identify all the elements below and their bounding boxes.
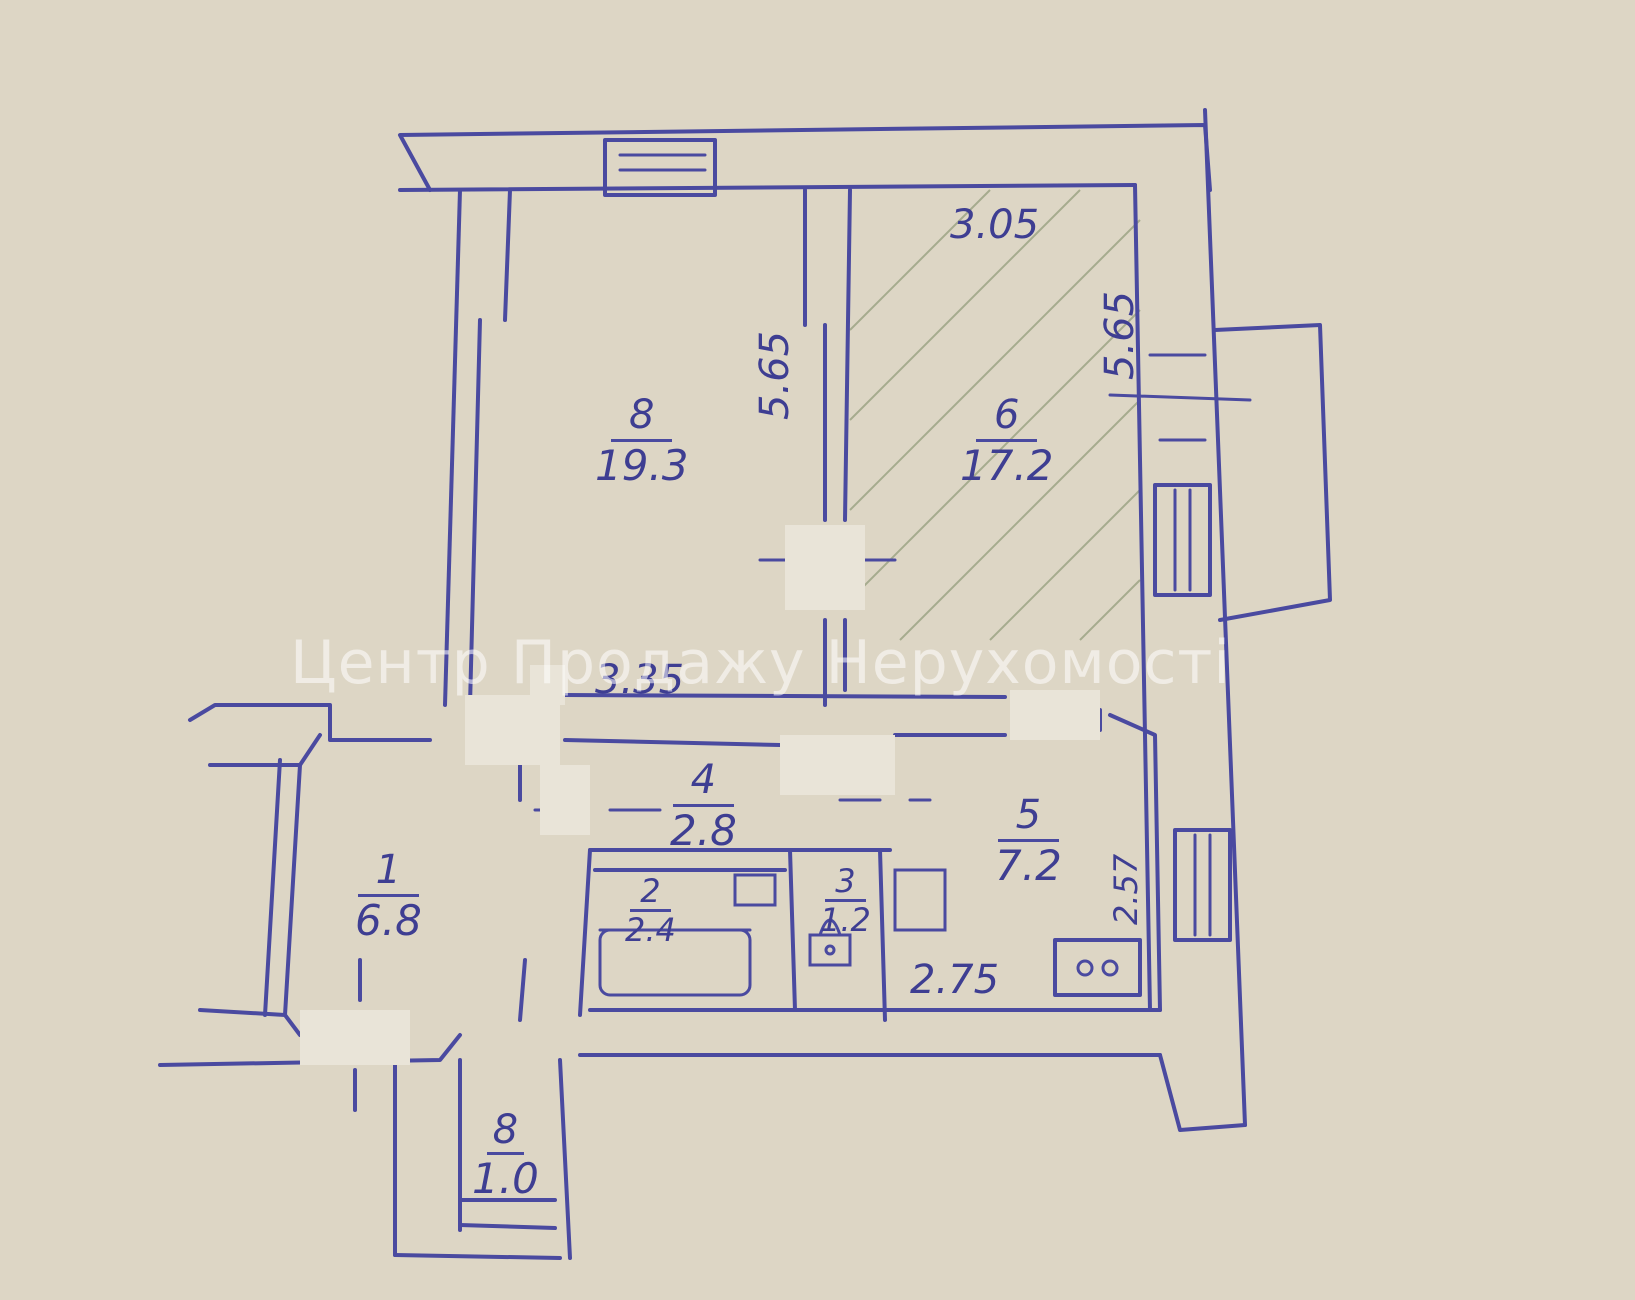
bathtub [598, 928, 752, 997]
room-number: 8 [611, 395, 673, 442]
room-number: 1 [357, 850, 420, 897]
blank-opening [300, 1010, 410, 1065]
room-3-label: 3 1.2 [820, 865, 871, 939]
room-area: 17.2 [960, 441, 1054, 490]
room-number: 6 [976, 395, 1038, 442]
window-top [603, 138, 717, 197]
room-6-hatching [849, 189, 1141, 641]
dimension-room6-width: 3.05 [950, 202, 1040, 248]
room-number: 2 [630, 875, 671, 912]
blank-opening [780, 735, 895, 795]
balcony [1108, 323, 1332, 622]
watermark: Центр Продажу Нерухомості [290, 628, 1232, 698]
room-1-label: 1 6.8 [355, 850, 422, 945]
dimension-room7-length: 5.65 [752, 330, 798, 420]
outer-walls [158, 108, 1247, 1260]
room-area: 1.2 [820, 901, 871, 939]
room-area: 2.8 [670, 806, 737, 855]
blank-opening [1010, 690, 1100, 740]
stove [1053, 938, 1142, 997]
room-area: 2.4 [625, 911, 676, 949]
room-2-label: 2 2.4 [625, 875, 676, 949]
blank-opening [530, 665, 565, 705]
room-5-label: 5 7.2 [995, 795, 1062, 890]
sink-kitchen [893, 868, 947, 932]
room-area: 6.8 [355, 896, 422, 945]
sink-bathroom [733, 873, 777, 907]
interior-walls [353, 188, 1162, 1112]
room-number: 8 [486, 1110, 525, 1155]
window-right-1 [1153, 483, 1212, 597]
room-4-label: 4 2.8 [670, 760, 737, 855]
blank-opening [785, 525, 865, 610]
room-7-label: 8 19.3 [595, 395, 689, 490]
room-area: 1.0 [472, 1154, 539, 1203]
room-8-label: 8 1.0 [472, 1110, 539, 1203]
room-number: 5 [997, 795, 1060, 842]
blank-opening [465, 695, 560, 765]
dimension-room5-width: 2.75 [910, 957, 1000, 1003]
room-6-label: 6 17.2 [960, 395, 1054, 490]
dimension-room7-width: 3.35 [595, 657, 685, 703]
toilet [808, 918, 852, 967]
room-area: 7.2 [995, 841, 1062, 890]
dimension-room6-length: 5.65 [1097, 290, 1143, 380]
room-area: 19.3 [595, 441, 689, 490]
dimension-room5-length: 2.57 [1107, 853, 1145, 925]
room-number: 3 [825, 865, 866, 902]
room-number: 4 [672, 760, 735, 807]
window-right-2 [1173, 828, 1232, 942]
blank-opening [540, 765, 590, 835]
